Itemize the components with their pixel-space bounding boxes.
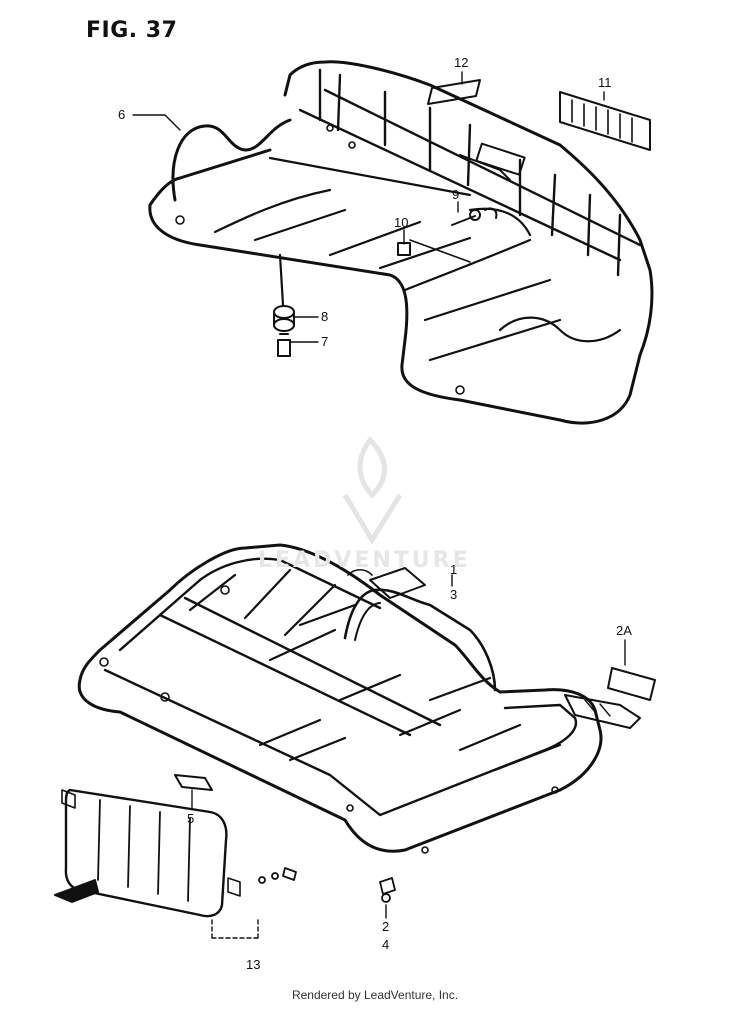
callout-1: 1	[450, 562, 458, 577]
suzuki-emblem	[559, 91, 651, 151]
figure-title: FIG. 37	[86, 18, 178, 43]
bolt-and-nut-parts	[397, 207, 498, 263]
footer-credit: Rendered by LeadVenture, Inc.	[291, 988, 459, 1002]
callout-2: 2	[382, 919, 390, 934]
callout-4: 4	[382, 937, 390, 952]
callout-9: 9	[452, 187, 460, 202]
guard-part-13	[61, 788, 241, 918]
callout-11: 11	[598, 75, 612, 90]
pad-part-12	[427, 79, 481, 105]
callout-3: 3	[450, 587, 458, 602]
spacer-and-bolt-parts	[273, 305, 295, 357]
fwd-arrow	[54, 879, 99, 903]
front-carrier-outline	[77, 543, 603, 854]
callout-8: 8	[321, 309, 329, 324]
callout-10: 10	[394, 215, 409, 230]
bolt-parts-bottom	[258, 867, 396, 903]
pad-part-3	[347, 567, 426, 599]
callout-6: 6	[118, 107, 126, 122]
watermark-text: LEADVENTURE	[258, 548, 471, 573]
rear-carrier-outline	[148, 60, 654, 425]
callout-12: 12	[454, 55, 469, 70]
leader-lines-bottom	[191, 574, 626, 939]
callout-13: 13	[246, 957, 261, 972]
leader-lines-top	[132, 71, 605, 343]
callout-7: 7	[321, 334, 329, 349]
watermark-logo	[342, 436, 403, 545]
pad-part-5	[174, 774, 213, 791]
callout-2a: 2A	[616, 623, 632, 638]
pad-part-2a	[564, 667, 656, 729]
callout-5: 5	[187, 811, 195, 826]
